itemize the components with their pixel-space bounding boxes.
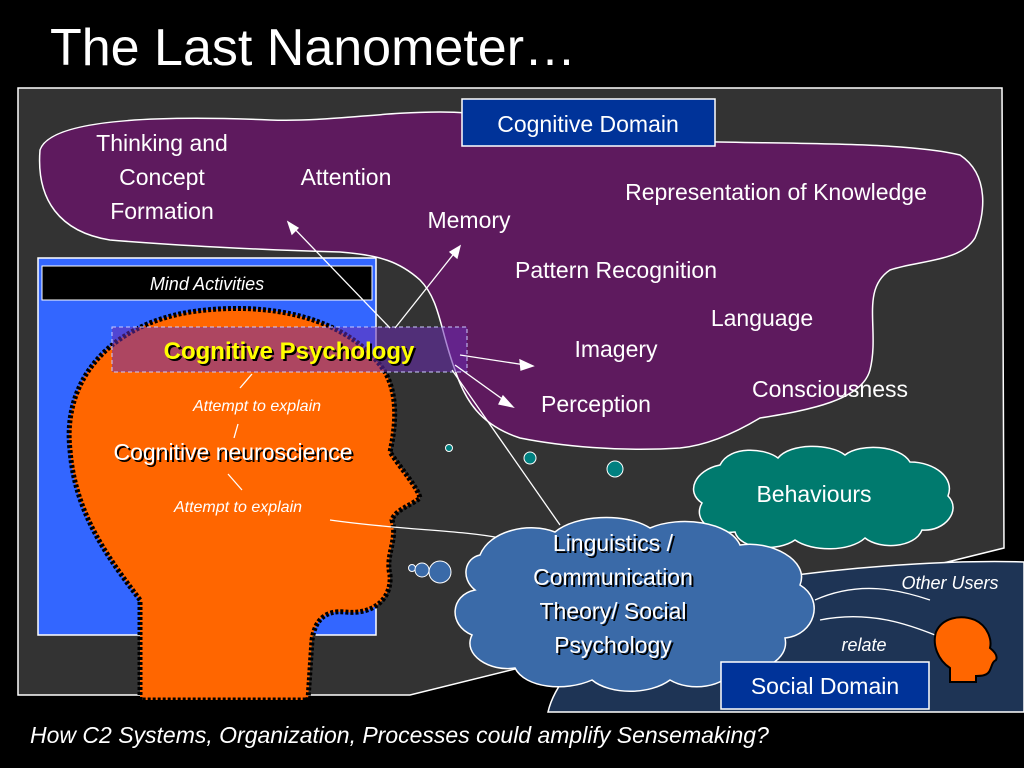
concept-imagery: Imagery bbox=[574, 336, 658, 362]
cognitive-neuroscience-label: Cognitive neuroscience bbox=[113, 439, 352, 465]
cognitive-psychology-label: Cognitive Psychology bbox=[164, 338, 415, 365]
attempt-to-explain-2: Attempt to explain bbox=[173, 499, 302, 516]
concept-memory: Memory bbox=[427, 207, 511, 233]
social-domain-box bbox=[720, 661, 930, 710]
line-neuro-to-linguistics bbox=[329, 519, 501, 539]
relate-label: relate bbox=[841, 635, 886, 655]
other-users-label: Other Users bbox=[901, 573, 998, 593]
attempt-to-explain-1: Attempt to explain bbox=[192, 398, 321, 415]
mind-activities-label: Mind Activities bbox=[150, 274, 264, 294]
bubble-small-2 bbox=[523, 451, 537, 465]
cognitive-domain-label: Cognitive Domain bbox=[497, 111, 679, 137]
line-users-relate-2 bbox=[819, 616, 936, 636]
slide-title-fg: The Last Nanometer… bbox=[50, 19, 576, 77]
social-domain-label: Social Domain bbox=[751, 673, 899, 699]
other-user-head-icon bbox=[933, 616, 998, 683]
bubble-small-3 bbox=[606, 460, 624, 478]
linguistics-line1-shadow: Linguistics / bbox=[555, 532, 676, 558]
linguistics-line3: Theory/ Social bbox=[539, 598, 686, 624]
line-attempt1-to-neuro bbox=[233, 423, 239, 439]
thought-bubbles bbox=[445, 444, 624, 478]
linguistics-line2-shadow: Communication bbox=[535, 566, 695, 592]
cognitive-domain-box bbox=[461, 98, 716, 147]
linguistics-line1: Linguistics / bbox=[553, 530, 674, 556]
bubble-steel-2 bbox=[414, 562, 430, 578]
arrowhead-perception bbox=[498, 394, 515, 409]
concept-consciousness: Consciousness bbox=[752, 376, 908, 402]
mind-activities-header bbox=[41, 265, 373, 301]
arrowhead-imagery bbox=[519, 358, 535, 371]
concept-thinking-1: Thinking and bbox=[96, 130, 228, 156]
linguistics-line4-shadow: Psychology bbox=[556, 634, 674, 660]
arrowhead-thinking bbox=[286, 220, 300, 236]
arrows bbox=[227, 220, 936, 636]
cognitive-psychology-shadow: Cognitive Psychology bbox=[166, 340, 417, 367]
footer-question: How C2 Systems, Organization, Processes … bbox=[30, 722, 769, 748]
linguistics-line2: Communication bbox=[533, 564, 693, 590]
arrowhead-memory bbox=[448, 244, 462, 260]
concept-perception: Perception bbox=[541, 391, 651, 417]
concept-language: Language bbox=[711, 305, 813, 331]
slide-title: The Last Nanometer… bbox=[52, 22, 578, 80]
concept-thinking-3: Formation bbox=[110, 198, 214, 224]
concept-attention: Attention bbox=[301, 164, 392, 190]
steel-bubbles bbox=[408, 560, 452, 584]
linguistics-line4: Psychology bbox=[554, 632, 672, 658]
line-neuro-to-attempt2 bbox=[227, 473, 243, 491]
line-users-relate bbox=[814, 587, 931, 601]
concept-thinking-2: Concept bbox=[119, 164, 205, 190]
linguistics-line3-shadow: Theory/ Social bbox=[541, 600, 688, 626]
line-to-linguistics bbox=[451, 369, 561, 526]
line-psych-to-attempt1 bbox=[239, 373, 253, 389]
bubble-steel-1 bbox=[408, 564, 416, 572]
concept-pattern-recognition: Pattern Recognition bbox=[515, 257, 717, 283]
bubble-steel-3 bbox=[428, 560, 452, 584]
arrow-to-thinking bbox=[287, 221, 391, 329]
bubble-small-1 bbox=[445, 444, 453, 452]
behaviours-label: Behaviours bbox=[756, 481, 871, 507]
arrow-to-memory bbox=[394, 245, 461, 329]
cognitive-neuroscience-shadow: Cognitive neuroscience bbox=[115, 441, 354, 467]
linguistics-text: Linguistics / Linguistics / Communicatio… bbox=[533, 530, 695, 660]
cognitive-psychology-box bbox=[111, 326, 468, 373]
head-silhouette bbox=[66, 305, 423, 703]
concept-representation: Representation of Knowledge bbox=[625, 179, 927, 205]
